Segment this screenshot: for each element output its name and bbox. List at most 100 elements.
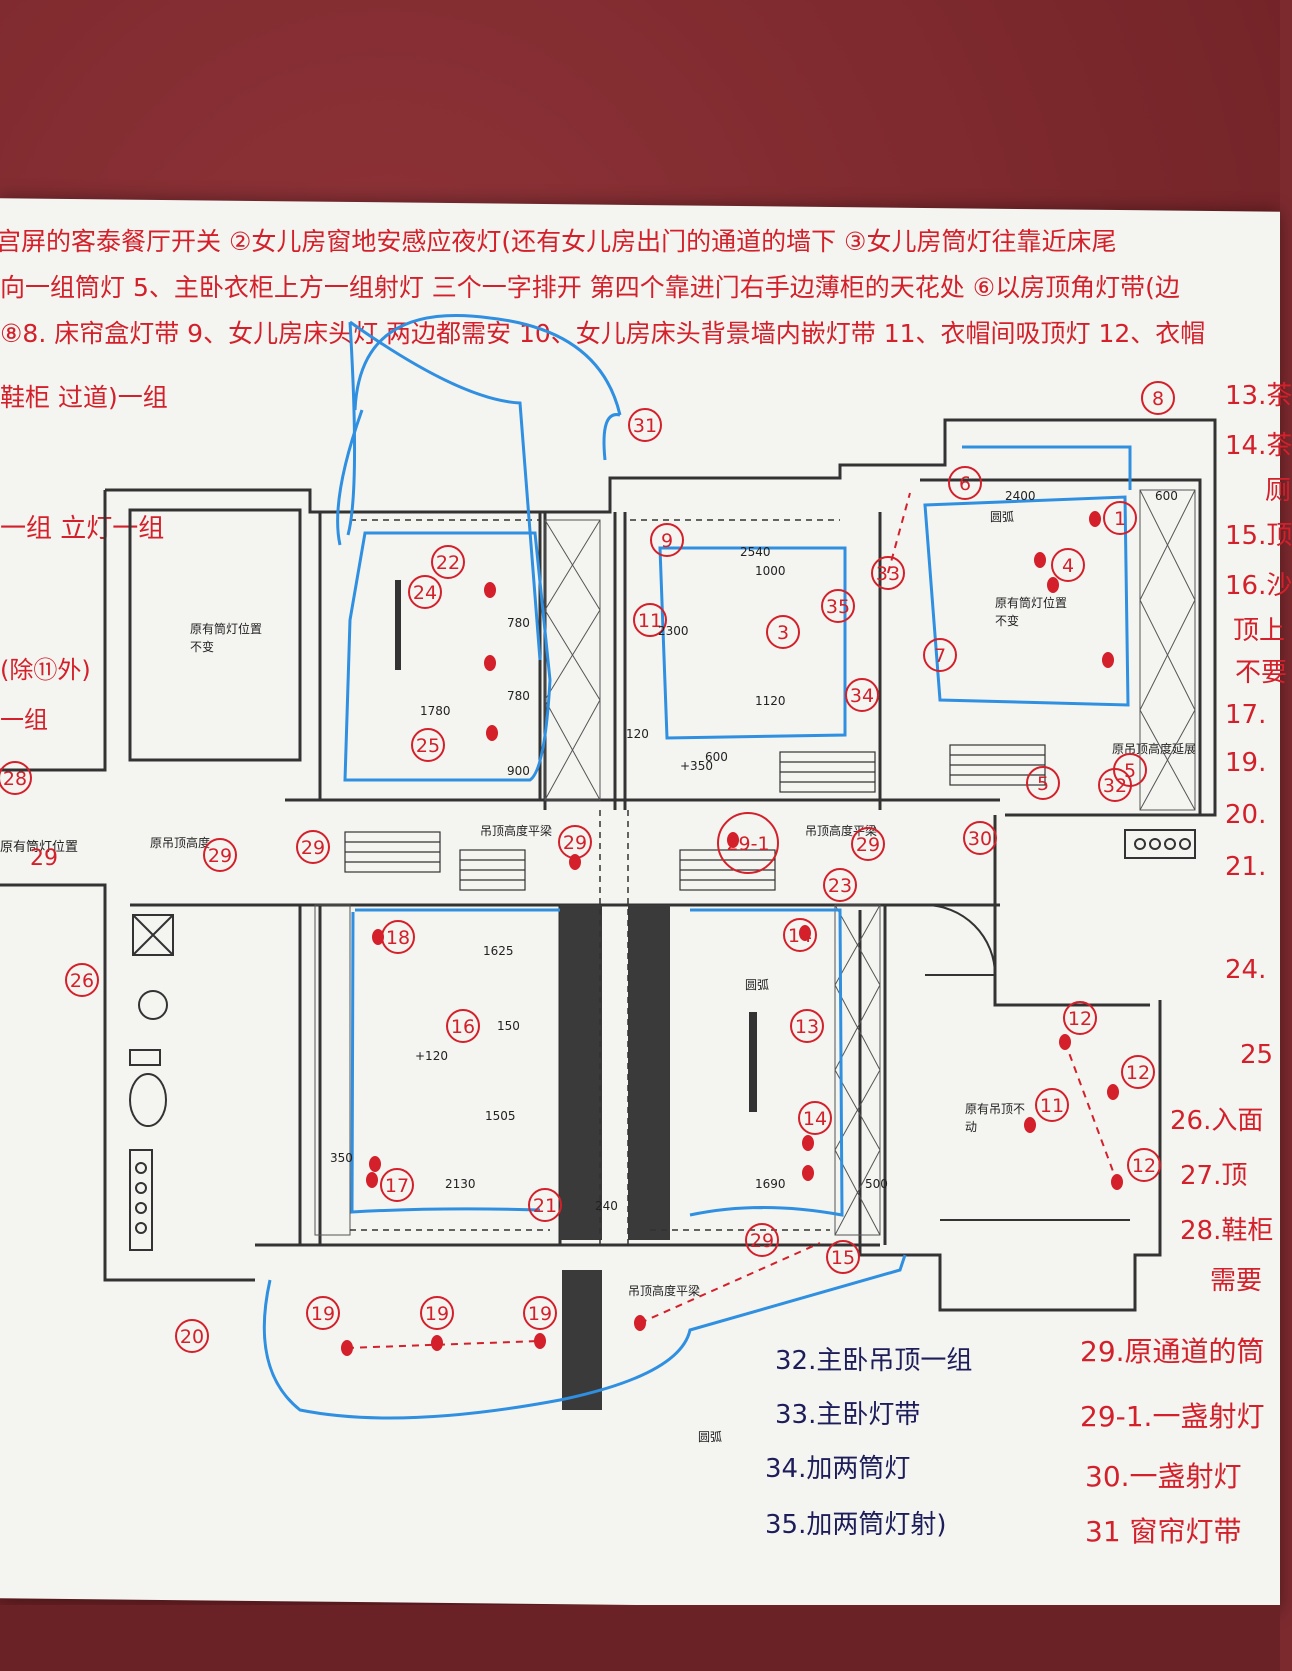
marker-label-38: 19 xyxy=(425,1303,449,1325)
marker-circle-21 xyxy=(717,812,779,874)
label-existing-light-2: 原有筒灯位置 xyxy=(995,596,1068,610)
dimension-label-2: 2130 xyxy=(445,1177,476,1191)
light-dot-12 xyxy=(802,1165,814,1181)
marker-label-18: 29 xyxy=(301,837,325,859)
marker-label-12: 7 xyxy=(934,645,946,667)
dimension-label-17: 2400 xyxy=(1005,489,1036,503)
marker-circle-7 xyxy=(821,589,855,623)
marker-label-4: 9 xyxy=(661,530,673,552)
marker-circle-12 xyxy=(923,638,957,672)
marker-circle-41 xyxy=(0,761,32,795)
dimension-label-12: 600 xyxy=(705,750,728,764)
label-existing-light-2b: 不变 xyxy=(995,614,1020,628)
light-dot-5 xyxy=(1102,652,1114,668)
right-note-5: 顶上 xyxy=(1233,616,1286,646)
marker-circle-30 xyxy=(783,918,817,952)
marker-circle-23 xyxy=(823,868,857,902)
marker-circle-40 xyxy=(65,963,99,997)
label-arc-2: 圆弧 xyxy=(745,978,770,992)
marker-label-37: 19 xyxy=(311,1303,335,1325)
bottom-note-29-1: 29-1.一盏射灯 xyxy=(1080,1400,1265,1433)
marker-label-16: 32 xyxy=(1103,775,1127,797)
marker-circle-11 xyxy=(1051,548,1085,582)
marker-circle-4 xyxy=(650,523,684,557)
marker-label-34: 11 xyxy=(1040,1095,1064,1117)
light-dot-22 xyxy=(727,832,739,848)
bottom-note-34: 34.加两筒灯 xyxy=(765,1454,911,1484)
light-dot-8 xyxy=(369,1156,381,1172)
marker-circle-36 xyxy=(175,1319,209,1353)
marker-circle-27 xyxy=(380,1168,414,1202)
light-dot-6 xyxy=(1089,511,1101,527)
marker-label-26: 16 xyxy=(451,1016,475,1038)
marker-label-40: 26 xyxy=(70,970,94,992)
bottom-note-35: 35.加两筒灯射) xyxy=(765,1510,947,1540)
right-note-8: 19. xyxy=(1225,748,1267,778)
marker-circle-32 xyxy=(1063,1001,1097,1035)
marker-label-41: 28 xyxy=(3,768,27,790)
light-dot-9 xyxy=(366,1172,378,1188)
label-arc-1: 圆弧 xyxy=(990,510,1015,524)
marker-label-5: 11 xyxy=(638,610,662,632)
right-note-4: 16.沙 xyxy=(1225,571,1292,601)
label-ceiling-keep: 原有吊顶不 xyxy=(965,1102,1026,1116)
light-dot-1 xyxy=(484,655,496,671)
marker-label-17: 5 xyxy=(1124,760,1136,782)
marker-circle-19 xyxy=(203,838,237,872)
marker-label-6: 3 xyxy=(777,622,789,644)
right-note-0: 13.茶 xyxy=(1225,381,1292,411)
marker-label-8: 34 xyxy=(850,685,874,707)
light-dot-7 xyxy=(372,929,384,945)
right-note-6: 不要 xyxy=(1235,658,1288,688)
marker-circle-42 xyxy=(826,1240,860,1274)
marker-circle-1 xyxy=(431,545,465,579)
marker-label-11: 4 xyxy=(1062,555,1074,577)
label-arc-3: 圆弧 xyxy=(698,1430,723,1444)
light-dot-3 xyxy=(1034,552,1046,568)
bottom-note-29: 29.原通道的筒 xyxy=(1080,1335,1265,1368)
marker-label-29: 13 xyxy=(795,1016,819,1038)
header-note-line3: ⑧8. 床帘盒灯带 9、女儿房床头灯 两边都需安 10、女儿房床头背景墙内嵌灯带… xyxy=(0,319,1206,348)
marker-circle-24 xyxy=(963,821,997,855)
dimension-label-18: 600 xyxy=(1155,489,1178,503)
marker-label-3: 25 xyxy=(416,735,440,757)
marker-label-27: 17 xyxy=(385,1175,409,1197)
dimension-label-19: 150 xyxy=(497,1019,520,1033)
left-note-3: 一组 xyxy=(0,706,48,734)
dimension-label-6: 1000 xyxy=(755,564,786,578)
marker-label-22: 29 xyxy=(856,834,880,856)
marker-label-33: 12 xyxy=(1126,1062,1150,1084)
marker-circle-28 xyxy=(528,1188,562,1222)
right-note-15: 28.鞋柜 xyxy=(1180,1216,1274,1246)
left-note-2: (除⑪外) xyxy=(0,656,91,684)
bottom-note-32: 32.主卧吊顶一组 xyxy=(775,1346,973,1376)
dimension-label-1: 1780 xyxy=(420,704,451,718)
marker-circle-34 xyxy=(1035,1088,1069,1122)
marker-circle-39 xyxy=(523,1296,557,1330)
marker-label-19: 29 xyxy=(208,845,232,867)
dimension-label-13: 120 xyxy=(626,727,649,741)
dimension-label-0: 2540 xyxy=(740,545,771,559)
marker-label-0: 31 xyxy=(633,415,657,437)
marker-circle-9 xyxy=(948,466,982,500)
marker-circle-6 xyxy=(766,615,800,649)
dimension-label-20: +120 xyxy=(415,1049,448,1063)
marker-label-15: 8 xyxy=(1152,388,1164,410)
leather-bottom xyxy=(0,1605,1280,1671)
red-dashed-link-1 xyxy=(639,1242,821,1324)
right-note-16: 需要 xyxy=(1210,1266,1263,1296)
marker-label-1: 22 xyxy=(436,552,460,574)
marker-circle-38 xyxy=(420,1296,454,1330)
marker-label-24: 30 xyxy=(968,828,992,850)
label-existing-light-1b: 不变 xyxy=(190,640,215,654)
dimension-label-11: 900 xyxy=(507,764,530,778)
marker-circle-0 xyxy=(628,408,662,442)
left-note-1: 一组 立灯一组 xyxy=(0,514,165,544)
marker-label-31: 14 xyxy=(803,1108,827,1130)
marker-label-23: 23 xyxy=(828,875,852,897)
left-note-5: 29 xyxy=(30,846,58,871)
light-dot-21 xyxy=(569,854,581,870)
right-note-9: 20. xyxy=(1225,800,1267,830)
right-note-11: 24. xyxy=(1225,955,1267,985)
